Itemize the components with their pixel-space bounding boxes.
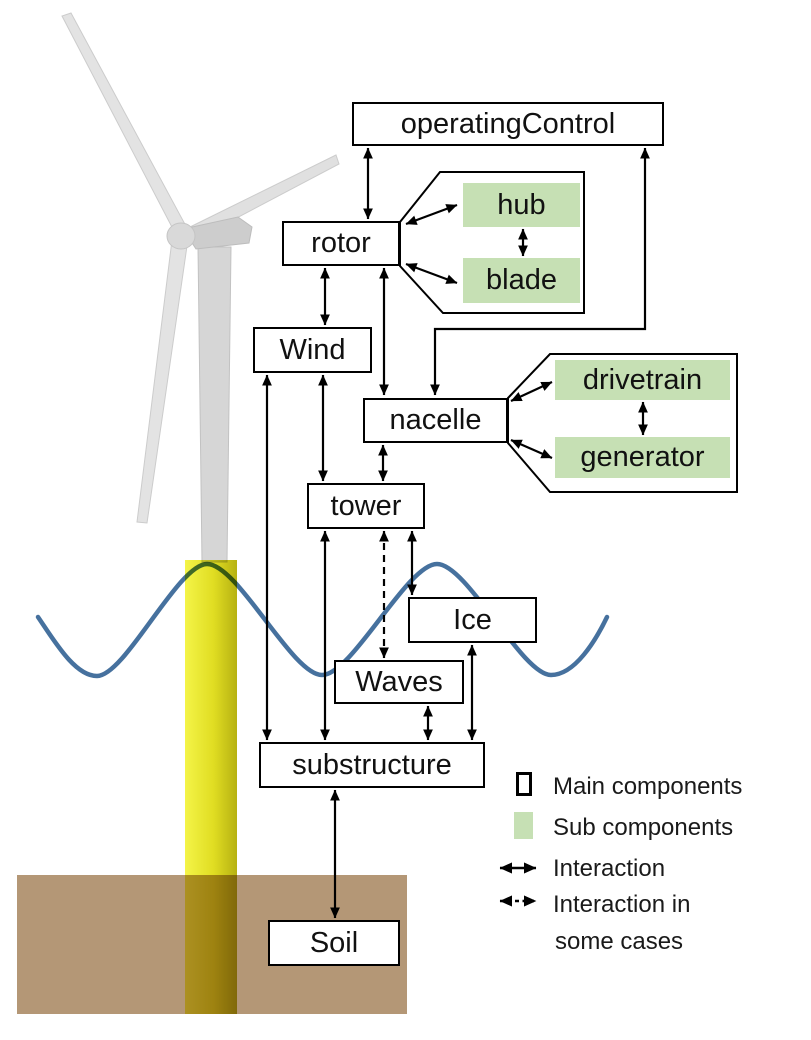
- legend-interaction-some-cases-label-line2: some cases: [555, 928, 684, 955]
- legend-sub-component-icon: [514, 812, 533, 839]
- box-rotor: rotor: [282, 221, 400, 266]
- box-ice: Ice: [408, 597, 537, 643]
- legend-main-component-icon: [516, 772, 532, 796]
- subbox-generator: generator: [555, 437, 730, 478]
- legend-interaction-arrow-icon: [499, 862, 537, 874]
- subbox-drivetrain: drivetrain: [555, 360, 730, 400]
- box-soil: Soil: [268, 920, 400, 966]
- turbine-tower-icon: [197, 246, 232, 563]
- legend-interaction-some-cases-arrow-icon: [499, 895, 537, 907]
- monopile-foundation: [185, 560, 237, 1014]
- connector-rotor-hub: [405, 203, 458, 226]
- box-wind: Wind: [253, 327, 372, 373]
- wind-turbine-illustration: [61, 12, 340, 563]
- box-nacelle: nacelle: [363, 398, 508, 443]
- box-tower: tower: [307, 483, 425, 529]
- subbox-blade: blade: [463, 258, 580, 303]
- connector-rotor-blade: [405, 262, 458, 285]
- turbine-blade-up-icon: [61, 12, 188, 232]
- box-waves: Waves: [334, 660, 464, 704]
- box-substructure: substructure: [259, 742, 485, 788]
- legend-main-components-label: Main components: [553, 773, 743, 800]
- turbine-blade-down-icon: [136, 239, 188, 524]
- legend-sub-components-label: Sub components: [553, 814, 734, 841]
- legend-interaction-some-cases-label-line1: Interaction in: [553, 891, 691, 918]
- connector-nacelle-generator: [510, 438, 553, 460]
- turbine-hub-icon: [166, 222, 196, 250]
- subbox-hub: hub: [463, 183, 580, 227]
- legend-interaction-label: Interaction: [553, 855, 666, 882]
- connector-opctrl-nacelle: [430, 147, 650, 396]
- box-operating-control: operatingControl: [352, 102, 664, 146]
- turbine-nacelle-icon: [182, 216, 253, 250]
- connector-nacelle-drivetrain: [510, 381, 553, 402]
